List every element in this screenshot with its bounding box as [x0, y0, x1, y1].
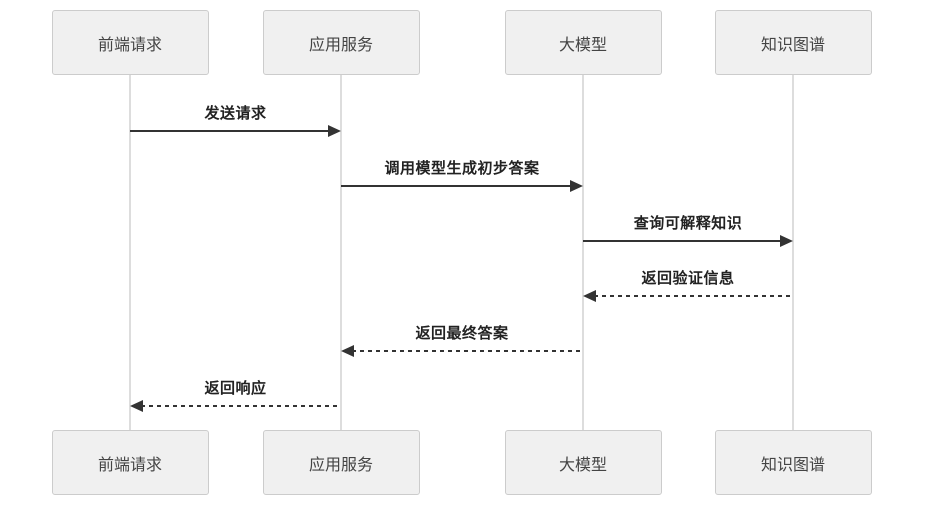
participant-box-bottom-frontend-request: 前端请求	[51, 430, 209, 495]
lifeline-knowledge-graph	[792, 75, 794, 430]
message-label-0: 发送请求	[204, 105, 267, 122]
participant-box-top-large-model: 大模型	[504, 10, 662, 75]
lifeline-frontend-request	[129, 75, 131, 430]
lifeline-large-model	[582, 75, 584, 430]
arrowhead-icon-3	[583, 290, 596, 302]
participant-box-bottom-app-service: 应用服务	[262, 430, 420, 495]
message-line-0	[130, 130, 330, 132]
message-label-1: 调用模型生成初步答案	[384, 160, 540, 177]
arrowhead-icon-5	[130, 400, 143, 412]
participant-box-bottom-large-model: 大模型	[504, 430, 662, 495]
participant-box-bottom-knowledge-graph: 知识图谱	[714, 430, 872, 495]
lifeline-app-service	[340, 75, 342, 430]
message-line-2	[583, 240, 782, 242]
arrowhead-icon-2	[780, 235, 793, 247]
message-line-1	[341, 185, 572, 187]
arrowhead-icon-4	[341, 345, 354, 357]
message-line-5	[141, 405, 341, 407]
arrowhead-icon-1	[570, 180, 583, 192]
message-label-4: 返回最终答案	[415, 325, 509, 342]
participant-box-top-app-service: 应用服务	[262, 10, 420, 75]
message-label-5: 返回响应	[204, 380, 267, 397]
message-label-3: 返回验证信息	[641, 270, 735, 287]
message-line-4	[352, 350, 583, 352]
participant-box-top-knowledge-graph: 知识图谱	[714, 10, 872, 75]
message-label-2: 查询可解释知识	[633, 215, 743, 232]
participant-box-top-frontend-request: 前端请求	[51, 10, 209, 75]
message-line-3	[594, 295, 793, 297]
arrowhead-icon-0	[328, 125, 341, 137]
